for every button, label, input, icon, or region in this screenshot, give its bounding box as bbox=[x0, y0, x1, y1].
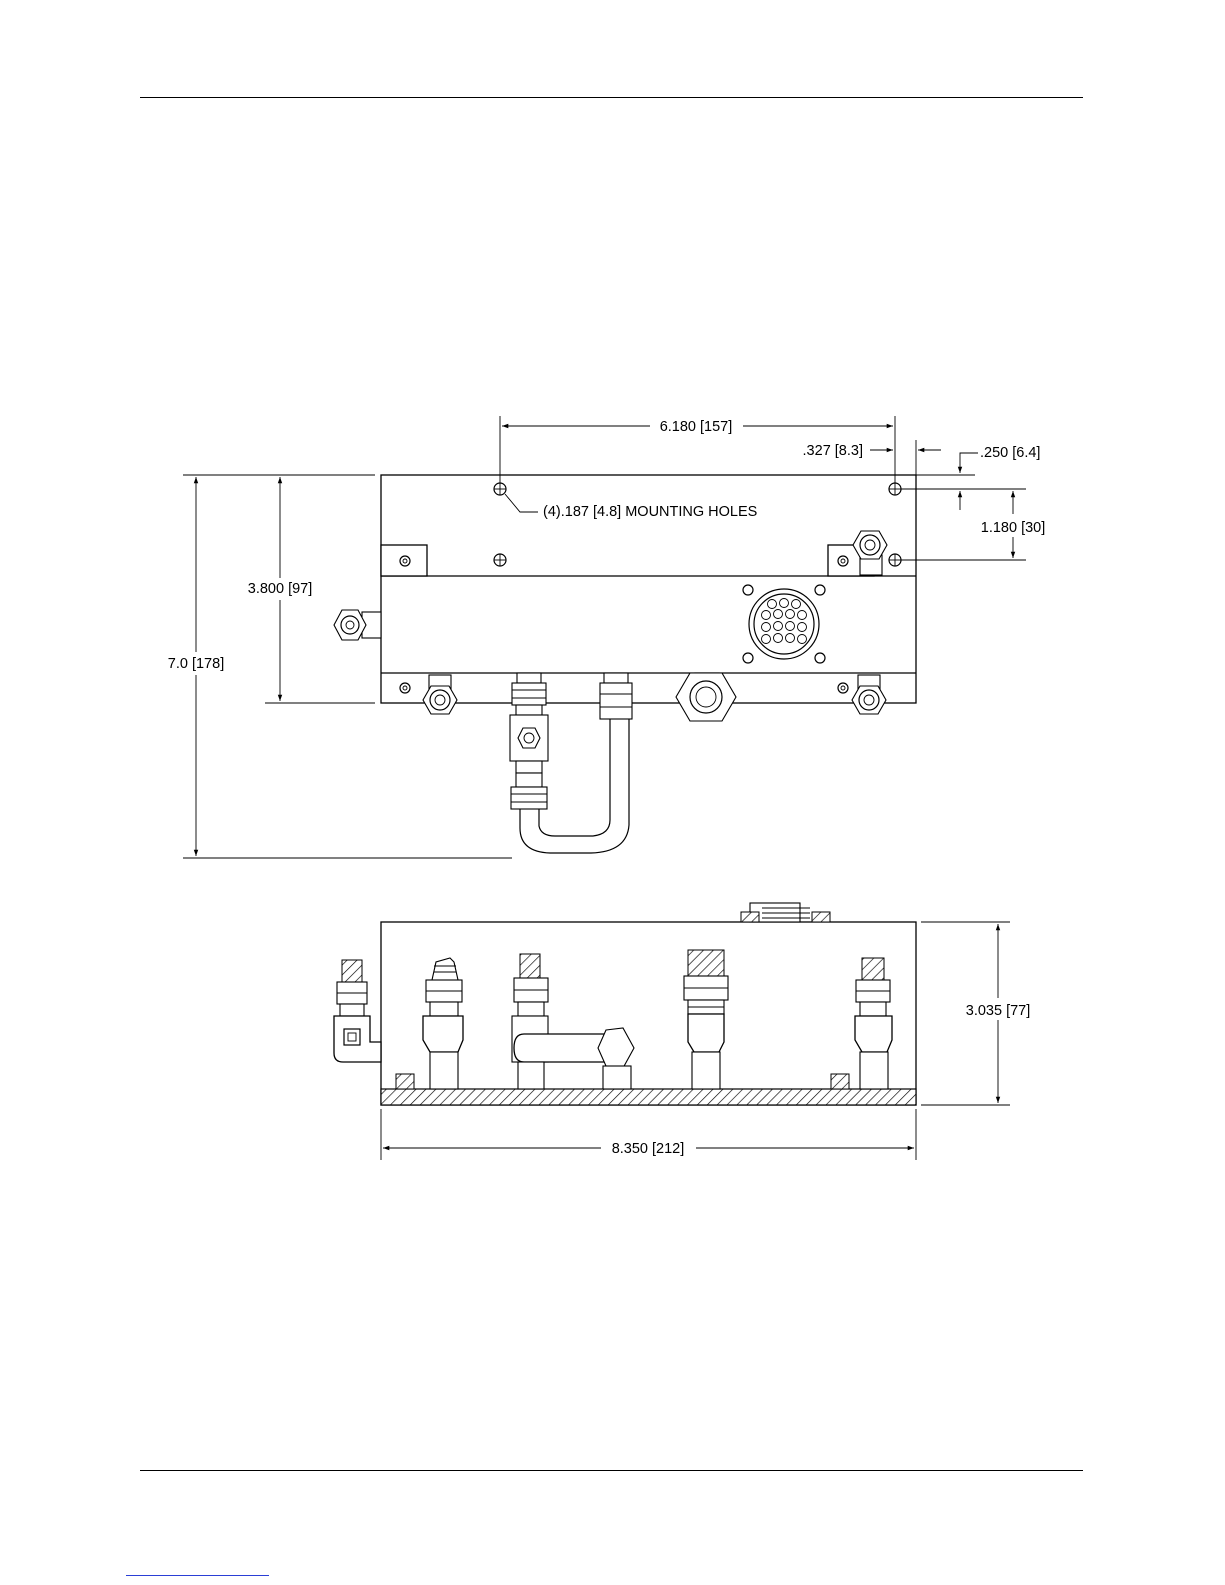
dim-top-offset: .250 [6.4] bbox=[980, 445, 1040, 461]
note-mounting-holes: (4).187 [4.8] MOUNTING HOLES bbox=[543, 504, 757, 520]
mounting-hole-icon bbox=[494, 483, 506, 495]
dim-right-offset: .327 [8.3] bbox=[803, 443, 863, 459]
dim-side-length: 8.350 [212] bbox=[612, 1141, 685, 1157]
mounting-hole-icon bbox=[889, 483, 901, 495]
elbow-fitting-icon bbox=[334, 960, 381, 1062]
dim-side-height: 3.035 [77] bbox=[966, 1003, 1031, 1019]
dim-body-height: 3.800 [97] bbox=[248, 581, 313, 597]
dim-overall-height: 7.0 [178] bbox=[168, 656, 224, 672]
dim-hole-vertical: 1.180 [30] bbox=[981, 520, 1046, 536]
side-fitting-icon bbox=[334, 610, 381, 640]
mounting-hole-icon bbox=[889, 554, 901, 566]
top-view bbox=[334, 475, 916, 853]
mounting-hole-icon bbox=[494, 554, 506, 566]
top-connector-icon bbox=[741, 903, 830, 922]
side-view bbox=[334, 903, 916, 1105]
dim-hole-spacing: 6.180 [157] bbox=[660, 419, 733, 435]
base-plate bbox=[381, 1089, 916, 1105]
